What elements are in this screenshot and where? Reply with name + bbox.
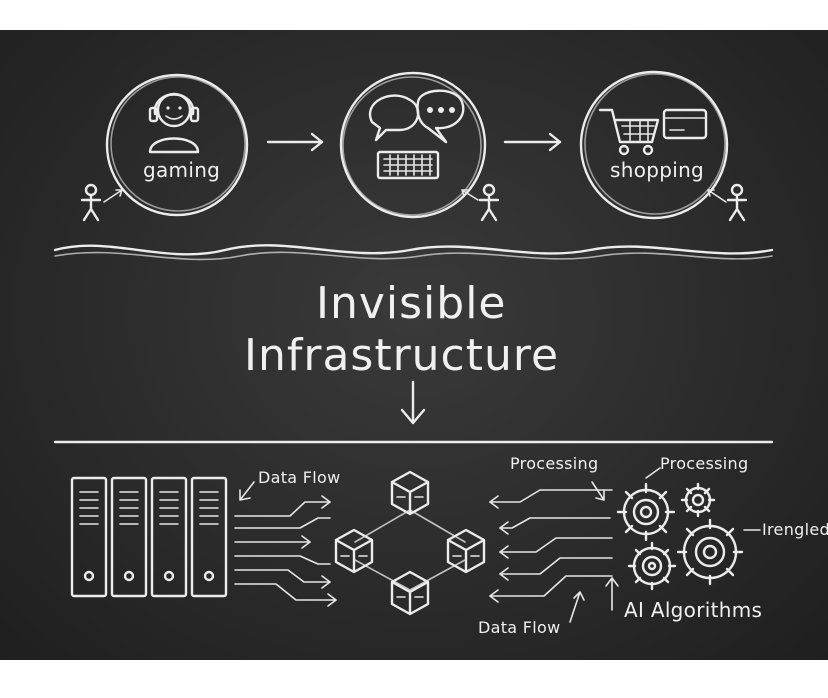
arrow-gaming-to-chat [266, 132, 324, 152]
credit-card-icon [662, 108, 708, 140]
circle-shopping [579, 70, 729, 220]
gear-icon [627, 541, 677, 591]
data-flow-pointer-top [239, 481, 255, 501]
processing-pointer-right [645, 467, 661, 479]
cube-node-icon [390, 470, 430, 516]
stick-figure-icon [707, 183, 748, 222]
label-processing-left: Processing [510, 454, 599, 473]
gear-icon [680, 482, 716, 518]
stick-figure-icon [461, 183, 500, 222]
chalkboard: gaming shopping Invisible Infrastructure… [0, 30, 828, 660]
circle-chat [339, 71, 487, 219]
label-gaming: gaming [143, 158, 221, 182]
chat-bubbles-icon [368, 89, 465, 144]
cube-node-icon [334, 528, 374, 574]
title-line-1: Invisible [316, 278, 507, 329]
shopping-cart-icon [598, 108, 660, 156]
server-rack-icon [110, 476, 148, 598]
flow-lines-right [489, 489, 613, 603]
label-data-flow-bottom: Data Flow [478, 618, 561, 637]
headset-person-icon [148, 92, 200, 154]
keyboard-icon [376, 150, 440, 180]
server-rack-icon [150, 476, 188, 598]
wavy-divider [53, 244, 774, 261]
title-line-2: Infrastructure [244, 330, 560, 381]
chalk-drawing [53, 70, 774, 623]
circle-gaming [105, 73, 249, 217]
stick-figure-icon [80, 183, 123, 222]
gear-icon [616, 482, 676, 542]
down-arrow [400, 380, 426, 425]
label-data-flow-top: Data Flow [258, 468, 341, 487]
flow-lines-left [234, 495, 337, 607]
server-rack-icon [70, 476, 108, 598]
processing-pointer-left [591, 481, 605, 501]
server-rack-icon [190, 476, 228, 598]
cube-node-icon [446, 528, 486, 574]
data-flow-pointer-bottom [569, 591, 585, 623]
label-shopping: shopping [610, 158, 705, 182]
ai-pointer [605, 577, 619, 611]
arrow-chat-to-shopping [503, 132, 562, 152]
cube-network [354, 509, 466, 591]
gear-icon [676, 518, 744, 586]
cube-node-icon [390, 570, 430, 616]
label-ai-algorithms: AI Algorithms [624, 598, 763, 622]
label-irengled: Irengled [762, 520, 828, 539]
label-processing-right: Processing [660, 454, 749, 473]
